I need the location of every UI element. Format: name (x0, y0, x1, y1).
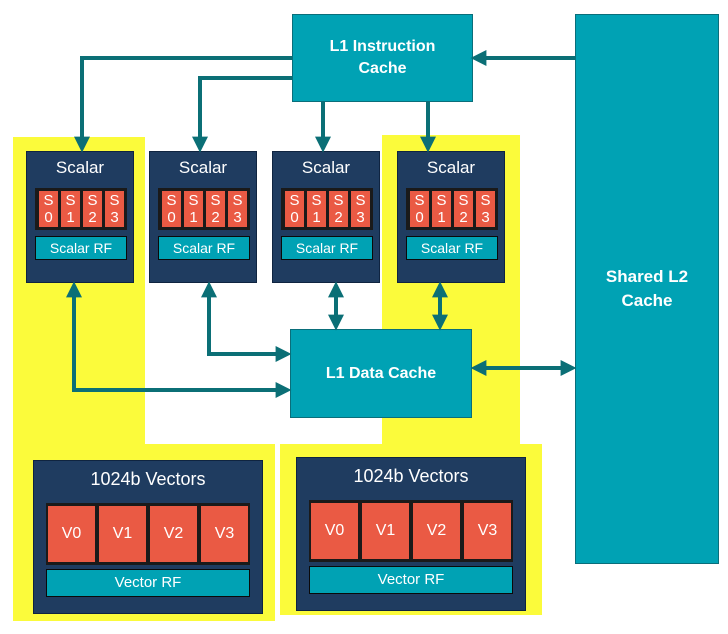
vector-slot-v1: V1 (99, 506, 146, 562)
vector-slot-v3: V3 (464, 503, 511, 559)
arrow-icache-to-scalar-1 (74, 56, 292, 153)
vector-rf: Vector RF (46, 569, 250, 597)
shared-l2-cache-label-line1: Shared L2 (605, 267, 689, 286)
vector-slots: V0 V1 V2 V3 (46, 503, 250, 565)
vector-unit-title: 1024b Vectors (90, 469, 206, 489)
vector-rf: Vector RF (309, 566, 513, 594)
scalar-unit-title: Scalar (178, 158, 228, 177)
vector-slot-v0: V0 (48, 506, 95, 562)
vector-unit-1: 1024b Vectors V0 V1 V2 V3 Vector RF (33, 460, 263, 614)
vector-slot-v2: V2 (150, 506, 197, 562)
l1-instruction-cache-label-line1: L1 Instruction (329, 38, 436, 55)
vector-unit-title: 1024b Vectors (353, 466, 469, 486)
scalar-unit-title: Scalar (426, 158, 476, 177)
scalar-unit-title: Scalar (301, 158, 351, 177)
vector-slot-v2: V2 (413, 503, 460, 559)
scalar-unit-title: Scalar (55, 158, 105, 177)
scalar-rf: Scalar RF (35, 236, 127, 260)
l1-data-cache: L1 Data Cache (290, 329, 472, 418)
shared-l2-cache-label-line2: Cache (621, 291, 673, 310)
l1-data-cache-label: L1 Data Cache (325, 364, 437, 382)
scalar-rf: Scalar RF (158, 236, 250, 260)
shared-l2-cache: Shared L2 Cache (575, 14, 719, 564)
scalar-rf: Scalar RF (281, 236, 373, 260)
l1-instruction-cache: L1 Instruction Cache (292, 14, 473, 102)
vector-slot-v1: V1 (362, 503, 409, 559)
vector-slot-v3: V3 (201, 506, 248, 562)
scalar-rf: Scalar RF (406, 236, 498, 260)
vector-slot-v0: V0 (311, 503, 358, 559)
arrow-scalar-2-dcache (201, 281, 292, 362)
arrow-icache-to-scalar-2 (192, 76, 292, 153)
vector-unit-2: 1024b Vectors V0 V1 V2 V3 Vector RF (296, 457, 526, 611)
l1-instruction-cache-label-line2: Cache (358, 60, 407, 77)
vector-slots: V0 V1 V2 V3 (309, 500, 513, 562)
